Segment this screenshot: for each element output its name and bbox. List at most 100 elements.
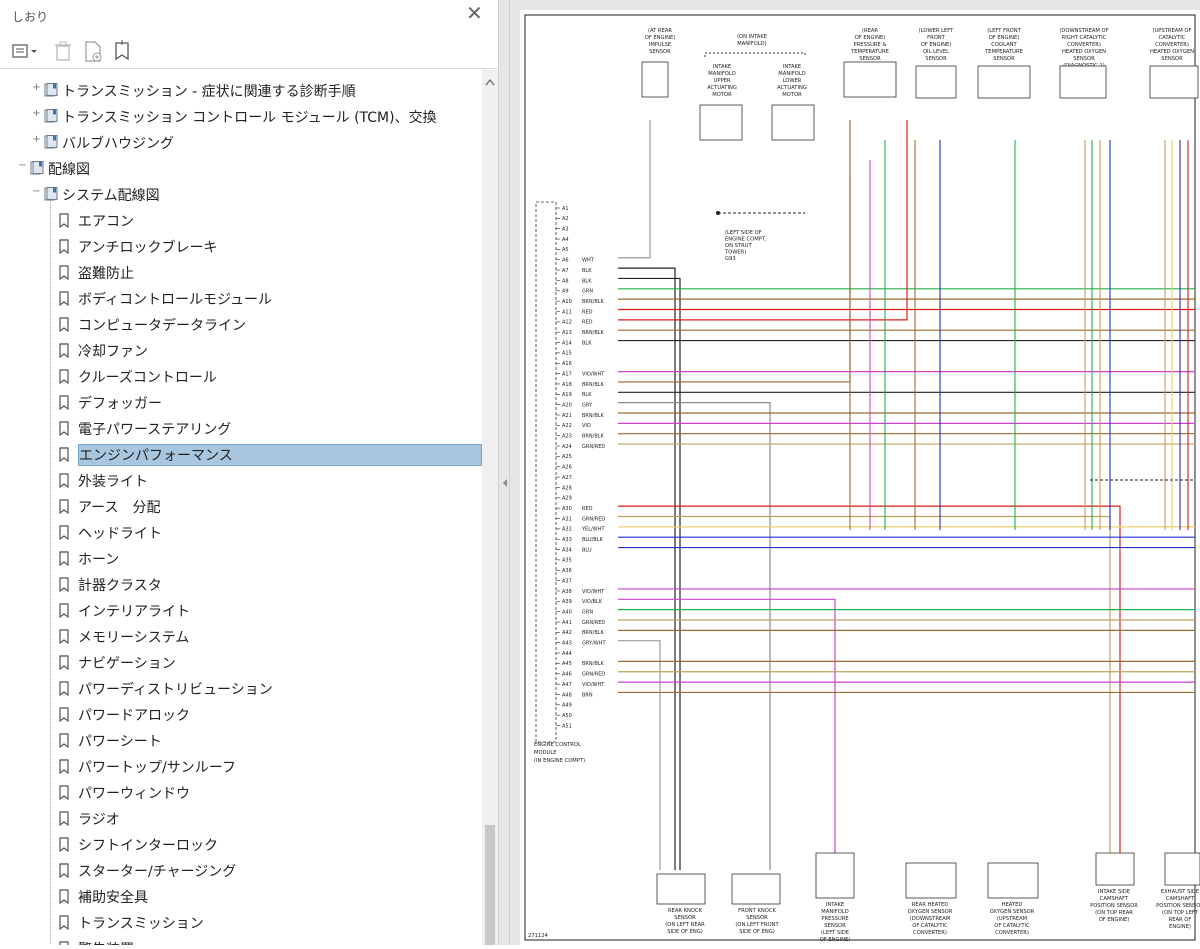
bookmark-item[interactable]: パワーシート [0, 728, 482, 752]
bookmark-item[interactable]: スターター/チャージング [0, 858, 482, 882]
component-label: INTAKE [713, 64, 731, 70]
bookmarks-title: しおり [12, 10, 49, 24]
component-box [1095, 852, 1135, 886]
collapse-panel-icon[interactable] [502, 478, 508, 488]
ecm-pin-label: A15 [562, 351, 572, 357]
bookmark-folder[interactable]: +トランスミッション - 症状に関連する診断手順 [0, 78, 482, 102]
ecm-pin-label: A5 [562, 247, 569, 253]
book-icon [44, 135, 58, 149]
bookmark-item[interactable]: 警告装置 [0, 936, 482, 945]
delete-icon[interactable] [52, 38, 74, 64]
bookmark-label: トランスミッション [78, 916, 204, 932]
bookmark-folder[interactable]: +バルブハウジング [0, 130, 482, 154]
ecm-pin-label: A22 [562, 423, 572, 429]
bookmark-item[interactable]: 計器クラスタ [0, 572, 482, 596]
scrollbar-thumb[interactable] [485, 825, 495, 945]
bookmark-item[interactable]: クルーズコントロール [0, 364, 482, 388]
component-label: HEATED [1002, 902, 1023, 908]
wire-color-label: YEL/WHT [581, 527, 605, 533]
ecm-label: (IN ENGINE COMPT) [534, 758, 585, 764]
ecm-pin-label: A6 [562, 258, 569, 264]
bookmark-item[interactable]: シフトインターロック [0, 832, 482, 856]
bookmark-label: インテリアライト [78, 604, 190, 620]
bookmark-item[interactable]: 補助安全具 [0, 884, 482, 908]
bookmark-folder[interactable]: − システム配線図 [0, 182, 482, 206]
component-label: ACTUATING [707, 85, 737, 91]
component-label: MANIFOLD) [737, 41, 766, 47]
close-icon[interactable]: ✕ [466, 1, 483, 25]
expand-icon[interactable]: + [32, 134, 41, 145]
ecm-pin-label: A50 [562, 713, 572, 719]
ecm-pin-label: A49 [562, 703, 572, 709]
component-label: ACTUATING [777, 85, 807, 91]
ecm-pin-label: A2 [562, 216, 569, 222]
bookmark-item[interactable]: アンチロックブレーキ [0, 234, 482, 258]
component-label: OXYGEN SENSOR [908, 909, 953, 915]
bookmark-item[interactable]: パワーウィンドウ [0, 780, 482, 804]
bookmark-label: パワートップ/サンルーフ [78, 760, 236, 776]
bookmark-label: ボディコントロールモジュール [78, 292, 273, 308]
collapse-icon[interactable]: − [32, 186, 41, 197]
bookmark-item[interactable]: コンピュータデータライン [0, 312, 482, 336]
wire-color-label: BRN/BLK [582, 413, 605, 419]
wire [618, 267, 676, 870]
options-menu-icon[interactable] [12, 38, 40, 64]
sidebar-scrollbar[interactable] [482, 70, 498, 945]
ecm-pin-label: A40 [562, 609, 572, 615]
bookmark-folder[interactable]: +トランスミッション コントロール モジュール (TCM)、交換 [0, 104, 482, 128]
bookmark-item[interactable]: 盗難防止 [0, 260, 482, 284]
bookmark-item[interactable]: デフォッガー [0, 390, 482, 414]
bookmark-item[interactable]: ヘッドライト [0, 520, 482, 544]
ecm-pin-label: A13 [562, 330, 572, 336]
bookmark-item[interactable]: ボディコントロールモジュール [0, 286, 482, 310]
bookmark-icon [59, 213, 69, 228]
wire-color-label: GRN/RED [582, 672, 605, 678]
bookmark-item[interactable]: 外装ライト [0, 468, 482, 492]
bookmark-item[interactable]: ラジオ [0, 806, 482, 830]
ecm-pin-label: A8 [562, 278, 569, 284]
bookmark-label: パワーディストリビューション [78, 682, 273, 698]
panel-splitter[interactable] [498, 0, 510, 945]
bookmark-icon [59, 239, 69, 254]
ecm-pin-label: A10 [562, 299, 572, 305]
wire-color-label: GRN/RED [582, 444, 605, 450]
bookmark-item[interactable]: 電子パワーステアリング [0, 416, 482, 440]
ecm-pin-label: A27 [562, 475, 572, 481]
ecm-pin-label: A37 [562, 578, 572, 584]
ecm-pin-label: A24 [562, 444, 572, 450]
bookmark-item[interactable]: パワーディストリビューション [0, 676, 482, 700]
ecm-pin-label: A26 [562, 465, 572, 471]
bookmark-item[interactable]: トランスミッション [0, 910, 482, 934]
bookmark-folder[interactable]: −配線図 [0, 156, 482, 180]
component-label: RIGHT CATALYTIC [1062, 35, 1107, 41]
wire-color-label: BLU [582, 547, 592, 553]
bookmark-item[interactable]: エンジンパフォーマンス [0, 442, 482, 466]
bookmark-item[interactable]: パワードアロック [0, 702, 482, 726]
expand-icon[interactable]: + [32, 82, 41, 93]
collapse-icon[interactable]: − [18, 160, 27, 171]
component-label: TEMPERATURE [984, 49, 1023, 55]
new-bookmark-icon[interactable] [82, 38, 104, 64]
expand-icon[interactable]: + [32, 108, 41, 119]
component-label: SIDE OF ENG) [739, 929, 775, 935]
bookmark-label: システム配線図 [62, 188, 160, 204]
bookmarks-panel: しおり ✕ +トランスミッション - 症状に関連する診断手順+トランスミッション… [0, 0, 498, 945]
bookmark-item[interactable]: インテリアライト [0, 598, 482, 622]
expand-bookmark-icon[interactable] [110, 38, 134, 64]
bookmark-item[interactable]: エアコン [0, 208, 482, 232]
bookmark-item[interactable]: アース 分配 [0, 494, 482, 518]
bookmark-item[interactable]: パワートップ/サンルーフ [0, 754, 482, 778]
component-label: LOWER [783, 78, 802, 84]
bookmark-item[interactable]: 冷却ファン [0, 338, 482, 362]
bookmark-item[interactable]: ホーン [0, 546, 482, 570]
scroll-up-icon[interactable] [485, 78, 495, 86]
bookmark-icon [59, 889, 69, 904]
bookmark-label: ホーン [78, 552, 120, 568]
ecm-pin-label: A33 [562, 537, 572, 543]
bookmark-item[interactable]: ナビゲーション [0, 650, 482, 674]
component-label: HEATED OXYGEN [1150, 49, 1194, 55]
component-box [656, 873, 706, 905]
component-box [987, 862, 1039, 899]
bookmark-item[interactable]: メモリーシステム [0, 624, 482, 648]
wire-color-label: WHT [582, 258, 595, 264]
